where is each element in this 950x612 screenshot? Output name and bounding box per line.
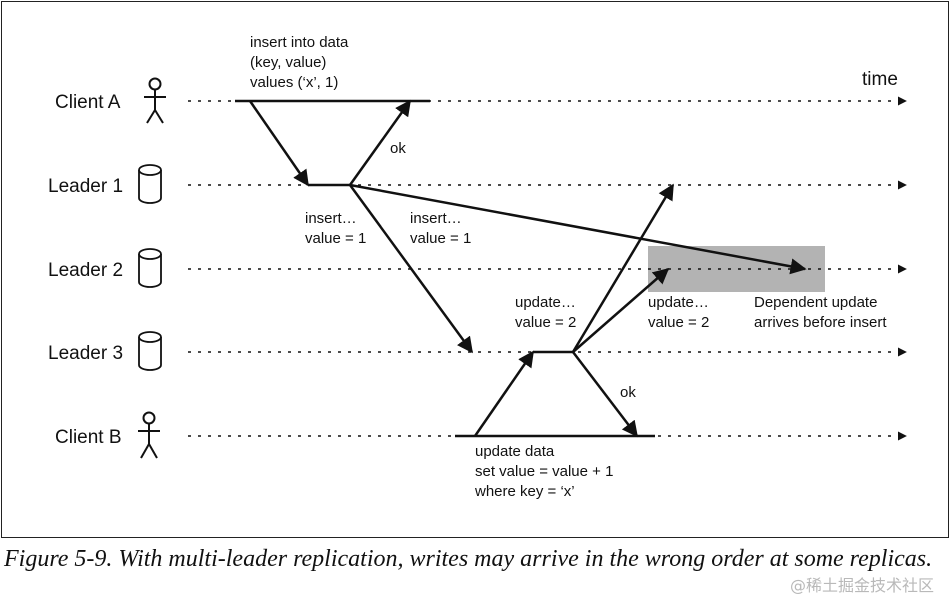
database-icon <box>138 331 162 371</box>
note-ok-leader-3: ok <box>620 384 636 401</box>
actor-label-client-b: Client B <box>55 427 122 448</box>
arrow-client-b-to-leader-3 <box>473 350 535 437</box>
watermark: @稀土掘金技术社区 <box>789 576 934 595</box>
database-icon <box>138 164 162 204</box>
actor-label-leader-1: Leader 1 <box>48 176 123 197</box>
database-icon <box>138 248 162 288</box>
arrow-leader-1-to-leader-3 <box>348 184 474 354</box>
note-insert-to-leader-2: insert… value = 1 <box>410 210 471 247</box>
actor-label-leader-3: Leader 3 <box>48 343 123 364</box>
arrow-leader-1-to-leader-2 <box>349 183 807 275</box>
time-axis-label: time <box>862 69 898 90</box>
note-update-at-leader-3: update… value = 2 <box>515 294 580 331</box>
person-icon <box>138 411 160 459</box>
note-dependent-update: Dependent update arrives before insert <box>754 294 887 331</box>
arrow-leader-3-ok-to-client-b <box>572 351 638 438</box>
figure-caption: Figure 5-9. With multi-leader replicatio… <box>4 546 933 572</box>
arrow-leader-1-ok-to-client-a <box>348 99 412 186</box>
arrow-leader-3-to-leader-2 <box>572 267 670 353</box>
figure-frame <box>1 1 949 538</box>
note-client-b-update: update data set value = value + 1 where … <box>474 443 618 500</box>
actor-label-leader-2: Leader 2 <box>48 260 123 281</box>
arrow-leader-3-to-leader-1 <box>571 183 675 353</box>
note-client-a-insert: insert into data (key, value) values (‘x… <box>250 34 353 91</box>
note-insert-to-leader-3: insert… value = 1 <box>305 210 366 247</box>
arrow-client-a-to-leader-1 <box>248 100 310 187</box>
note-ok-leader-1: ok <box>390 140 406 157</box>
actor-label-client-a: Client A <box>55 92 121 113</box>
person-icon <box>144 77 166 124</box>
note-update-to-leader-2: update… value = 2 <box>648 294 713 331</box>
